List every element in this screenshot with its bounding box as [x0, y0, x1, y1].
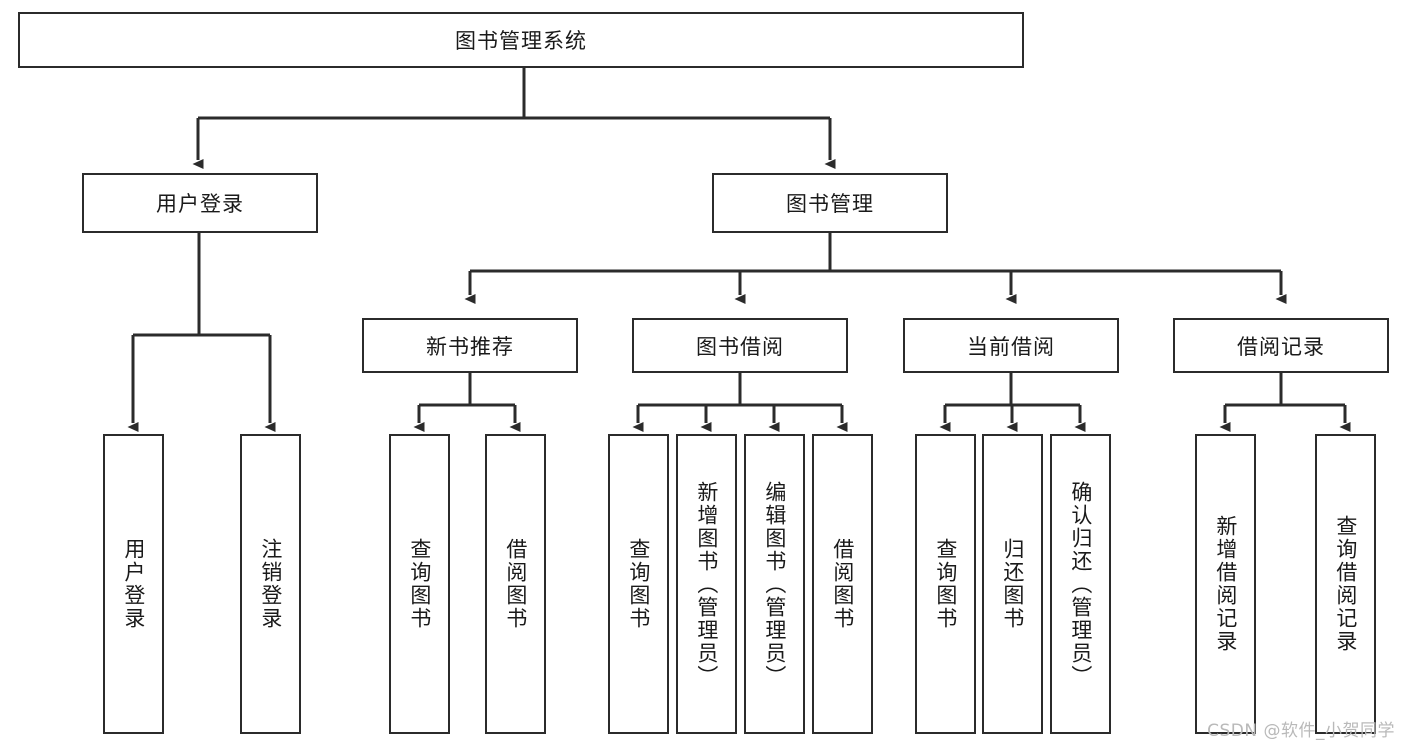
node-user-login[interactable]: 用户登录	[82, 173, 318, 233]
node-label: 新增图书（管理员）	[694, 480, 719, 688]
node-label: 编辑图书（管理员）	[762, 480, 787, 688]
node-label: 新增借阅记录	[1213, 515, 1238, 653]
node-book-manage[interactable]: 图书管理	[712, 173, 948, 233]
node-current-borrow[interactable]: 当前借阅	[903, 318, 1119, 373]
node-new-book-recommend[interactable]: 新书推荐	[362, 318, 578, 373]
node-label: 归还图书	[1000, 538, 1025, 630]
node-label: 查询借阅记录	[1333, 515, 1358, 653]
node-label: 借阅图书	[503, 538, 528, 630]
node-label: 图书管理	[786, 192, 874, 216]
node-label: 新书推荐	[426, 334, 514, 359]
node-label: 图书借阅	[696, 334, 784, 359]
node-label: 用户登录	[156, 192, 244, 216]
node-root-system[interactable]: 图书管理系统	[18, 12, 1024, 68]
leaf-user-login[interactable]: 用户登录	[103, 434, 164, 734]
leaf-add-record[interactable]: 新增借阅记录	[1195, 434, 1256, 734]
node-label: 确认归还（管理员）	[1068, 480, 1093, 688]
node-label: 当前借阅	[967, 334, 1055, 359]
leaf-query-book-3[interactable]: 查询图书	[915, 434, 976, 734]
leaf-borrow-book-2[interactable]: 借阅图书	[812, 434, 873, 734]
leaf-query-book-2[interactable]: 查询图书	[608, 434, 669, 734]
leaf-confirm-return[interactable]: 确认归还（管理员）	[1050, 434, 1111, 734]
leaf-return-book[interactable]: 归还图书	[982, 434, 1043, 734]
leaf-query-record[interactable]: 查询借阅记录	[1315, 434, 1376, 734]
node-label: 图书管理系统	[455, 29, 587, 53]
node-label: 查询图书	[626, 538, 651, 630]
leaf-edit-book[interactable]: 编辑图书（管理员）	[744, 434, 805, 734]
node-label: 注销登录	[258, 538, 283, 630]
node-label: 查询图书	[407, 538, 432, 630]
leaf-add-book[interactable]: 新增图书（管理员）	[676, 434, 737, 734]
node-label: 借阅记录	[1237, 334, 1325, 359]
leaf-logout-login[interactable]: 注销登录	[240, 434, 301, 734]
leaf-query-book-1[interactable]: 查询图书	[389, 434, 450, 734]
leaf-borrow-book-1[interactable]: 借阅图书	[485, 434, 546, 734]
node-label: 借阅图书	[830, 538, 855, 630]
node-borrow-record[interactable]: 借阅记录	[1173, 318, 1389, 373]
node-label: 查询图书	[933, 538, 958, 630]
node-label: 用户登录	[121, 538, 146, 630]
node-book-borrow[interactable]: 图书借阅	[632, 318, 848, 373]
watermark-text: CSDN @软件_小贺同学	[1207, 721, 1395, 741]
